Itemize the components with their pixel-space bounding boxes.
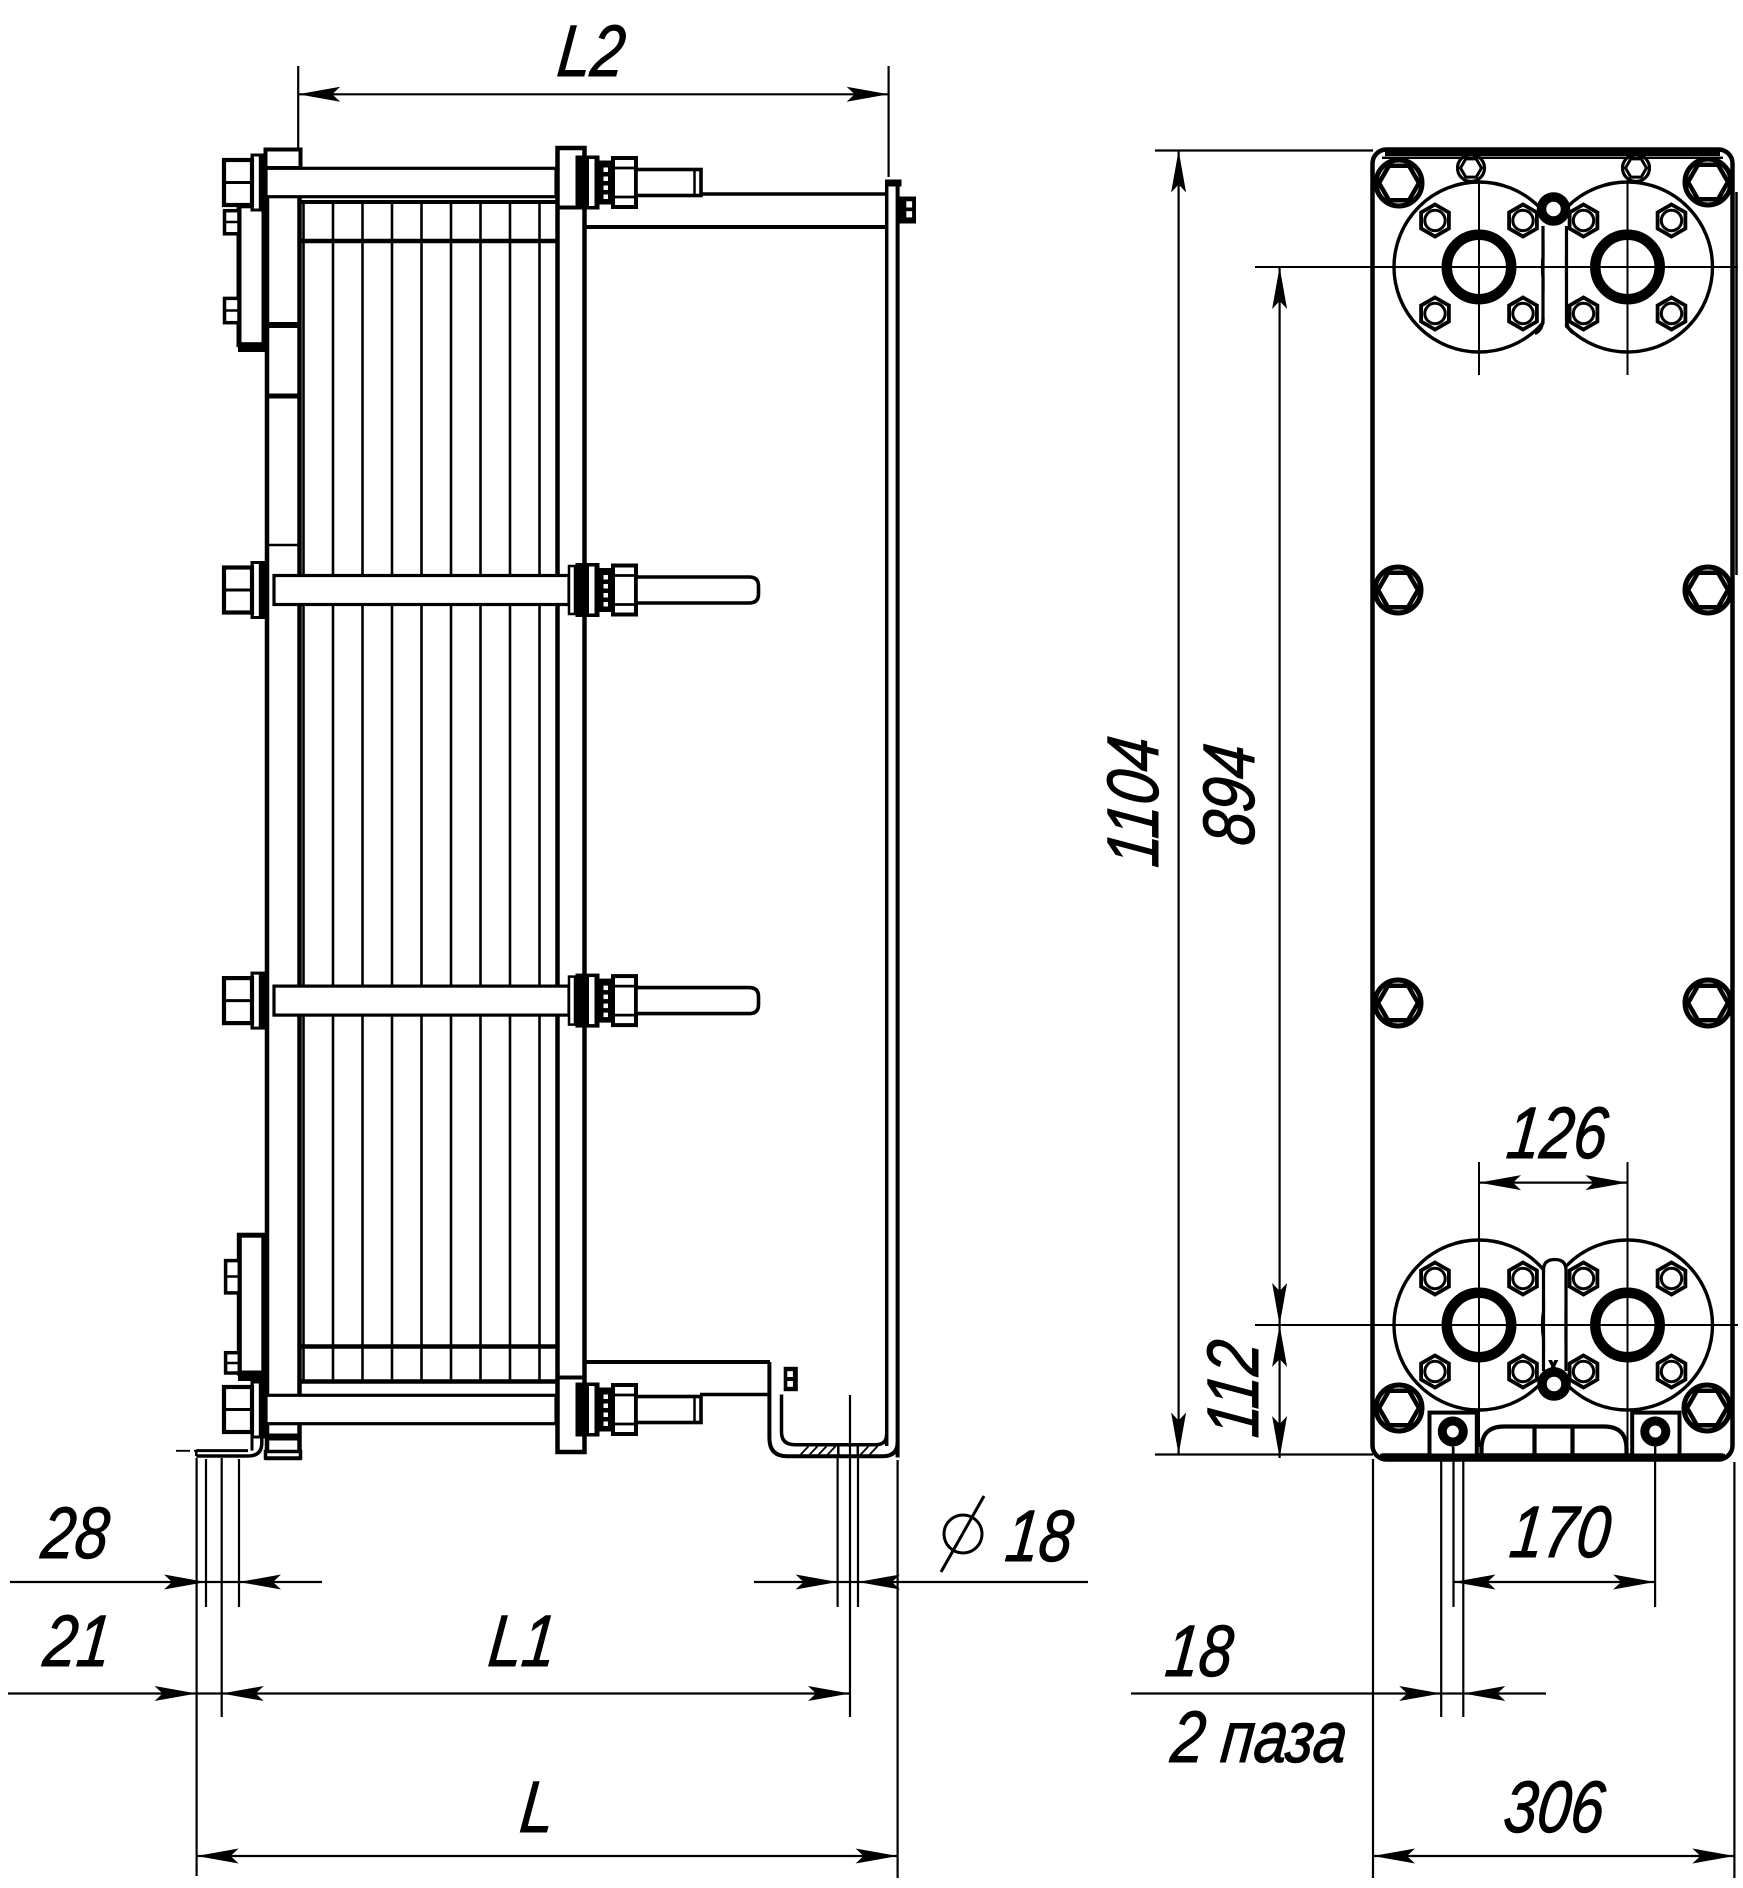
svg-text:18: 18 — [1162, 1611, 1237, 1693]
svg-text:112: 112 — [1193, 1336, 1275, 1440]
svg-text:L2: L2 — [554, 11, 629, 93]
svg-text:2 паза: 2 паза — [1167, 1697, 1352, 1779]
svg-text:170: 170 — [1506, 1492, 1614, 1574]
svg-text:18: 18 — [1002, 1496, 1077, 1578]
svg-text:L1: L1 — [485, 1601, 560, 1683]
svg-text:21: 21 — [39, 1601, 115, 1683]
svg-text:894: 894 — [1189, 740, 1271, 848]
svg-text:1104: 1104 — [1093, 733, 1175, 870]
svg-text:126: 126 — [1503, 1093, 1612, 1175]
svg-text:28: 28 — [37, 1493, 113, 1575]
svg-text:306: 306 — [1500, 1767, 1609, 1849]
